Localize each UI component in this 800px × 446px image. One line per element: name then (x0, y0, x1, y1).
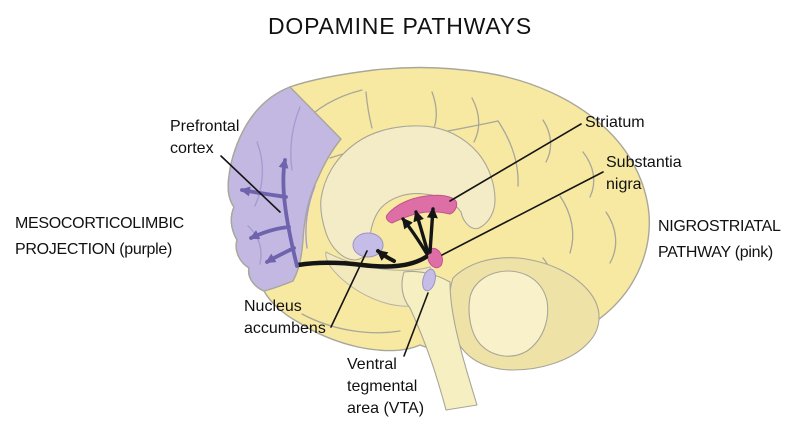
label-nucleus-accumbens: Nucleus accumbens (244, 298, 326, 337)
leader-nucleus-accumbens (330, 250, 368, 328)
vta-shape (422, 268, 436, 292)
mesocorticolimbic-pathway (240, 158, 429, 269)
leader-substantia-nigra (441, 171, 604, 256)
cerebellum-inner (468, 270, 549, 357)
figure-title: DOPAMINE PATHWAYS (267, 13, 533, 39)
nucleus-accumbens-shape (352, 232, 384, 258)
nigrostriatal-pathway-arrows (401, 207, 438, 256)
striatum-shape (385, 194, 458, 224)
corpus-callosum-band (320, 125, 496, 261)
leader-lines (220, 123, 604, 357)
label-striatum: Striatum (585, 114, 645, 131)
label-substantia-nigra: Substantia nigra (606, 154, 682, 193)
label-nigrostriatal-pathway: NIGROSTRIATAL PATHWAY (pink) (658, 218, 781, 261)
leader-vta (403, 292, 429, 357)
label-mesocorticolimbic-projection: MESOCORTICOLIMBIC PROJECTION (purple) (15, 215, 184, 258)
label-vta: Ventral tegmental area (VTA) (347, 356, 425, 417)
leader-prefrontal-cortex (220, 155, 281, 213)
prefrontal-sulci (247, 106, 316, 265)
brainstem (401, 270, 478, 411)
leader-striatum (449, 123, 582, 202)
label-prefrontal-cortex: Prefrontal cortex (170, 118, 240, 157)
